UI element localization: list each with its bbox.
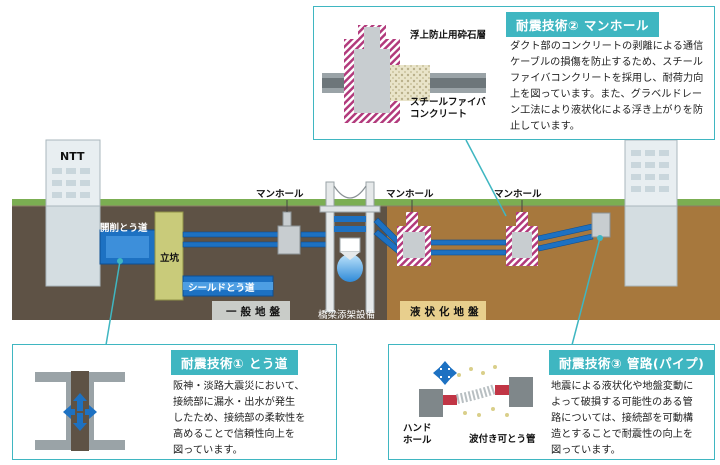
- manhole-label-2: マンホール: [386, 189, 434, 200]
- connector-lines: [105, 139, 601, 346]
- open-cut-tunnel: [99, 229, 156, 265]
- panel-tunnel-body: 阪神・淡路大震災において、 接続部に漏水・出水が発生 したため、接続部の柔軟性を…: [173, 381, 306, 456]
- gravel-layer-label: 浮上防止用砕石層: [410, 30, 487, 41]
- ntt-label: NTT: [60, 150, 85, 163]
- liquefied-ground-plate: [400, 301, 486, 320]
- panel-manhole-title: 耐震技術② マンホール: [506, 12, 659, 37]
- panel-manhole-body: ダクト部のコンクリートの剥離による通信 ケーブルの損傷を防止するため、スチール …: [510, 41, 704, 132]
- manhole-3: [506, 200, 538, 266]
- bridge-label: 橋梁添架設備: [318, 310, 376, 321]
- manhole-2: [397, 200, 431, 266]
- tunnel-joint-illustration: [35, 371, 125, 451]
- shaft: [154, 211, 184, 301]
- manhole-detail-illustration: [322, 25, 486, 123]
- corrugated-pipe-label: 波付き可とう管: [469, 434, 536, 445]
- panel-pipe-title: 耐震技術③ 管路(パイプ): [549, 350, 715, 375]
- panel-tunnel-title: 耐震技術① とう道: [171, 350, 298, 375]
- right-building: [624, 139, 678, 287]
- steel-fiber-label: スチールファイバ コンクリート: [410, 97, 486, 120]
- pipe-joint-illustration: [419, 361, 533, 417]
- bridge: [319, 181, 381, 313]
- shield-tunnel: [182, 275, 274, 297]
- normal-ground-plate: [212, 301, 290, 320]
- manhole-1: [277, 200, 301, 255]
- manhole-label-3: マンホール: [494, 189, 542, 200]
- handhole-label: ハンド ホール: [403, 423, 432, 446]
- panel-manhole: 耐震技術② マンホール 浮上防止用砕石層 スチールファイバ コンクリート ダクト…: [313, 6, 715, 140]
- ntt-building: [45, 139, 101, 287]
- open-cut-tunnel-label: 開削とう道: [100, 223, 148, 234]
- manhole-label-1: マンホール: [256, 189, 304, 200]
- panel-tunnel: 耐震技術① とう道 阪神・淡路大震災において、 接続部に漏水・出水が発生 したた…: [12, 344, 337, 460]
- shaft-label: 立坑: [160, 253, 180, 264]
- normal-ground-label: 一般地盤: [226, 306, 284, 318]
- panel-pipe-body: 地震による液状化や地盤変動に よって破損する可能性のある管 路については、接続部…: [551, 381, 694, 456]
- shield-tunnel-label: シールドとう道: [188, 283, 255, 294]
- liquefied-ground-label: 液状化地盤: [410, 306, 483, 318]
- panel-pipe: 耐震技術③ 管路(パイプ) ハンド ホール 波付き可とう管 地震による液状化や地…: [388, 344, 715, 460]
- handhole-box: [591, 212, 611, 238]
